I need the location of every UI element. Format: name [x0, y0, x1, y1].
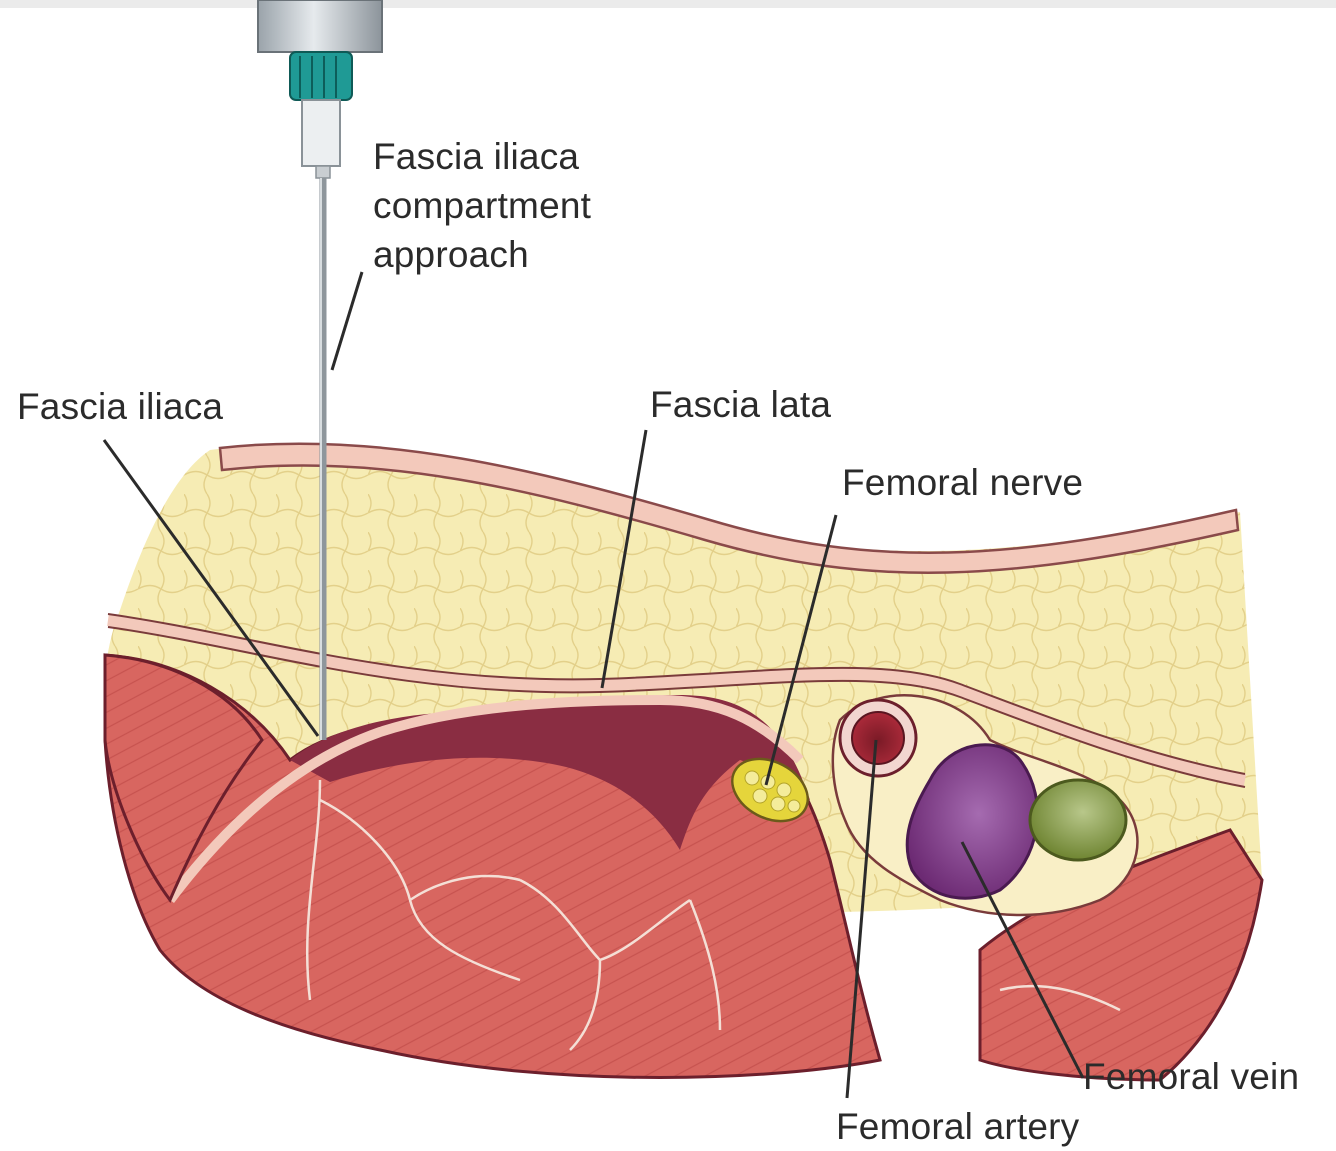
label-femoral-nerve: Femoral nerve — [842, 458, 1083, 507]
label-fascia-lata: Fascia lata — [650, 380, 831, 429]
lymph-node — [1030, 780, 1126, 860]
label-fascia-iliaca: Fascia iliaca — [17, 382, 223, 431]
label-line-3: approach — [373, 230, 591, 279]
label-femoral-vein: Femoral vein — [1083, 1052, 1299, 1101]
label-line-2: compartment — [373, 181, 591, 230]
label-fascia-iliaca-compartment-approach: Fascia iliaca compartment approach — [373, 132, 591, 279]
femoral-artery — [852, 712, 904, 764]
label-femoral-artery: Femoral artery — [836, 1102, 1079, 1151]
label-line-1: Fascia iliaca — [373, 132, 591, 181]
